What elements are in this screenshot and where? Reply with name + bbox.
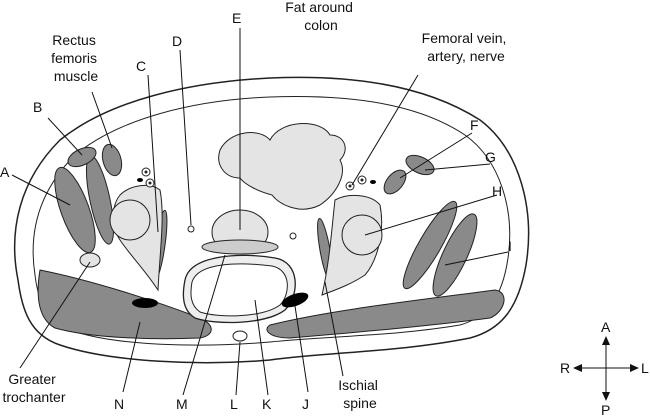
label-B: B	[33, 99, 42, 115]
left-muscle-a	[54, 166, 96, 254]
right-sciatic	[281, 292, 309, 308]
body-outline	[13, 76, 530, 364]
arrow-up-icon	[602, 336, 610, 345]
label-E: E	[232, 10, 241, 26]
subcutaneous-line	[32, 96, 511, 346]
left-greater-trochanter	[79, 252, 101, 268]
compass-left: L	[641, 360, 649, 376]
label-femoral-vein-artery-nerve: Femoral vein, artery, nerve	[422, 30, 511, 64]
arrow-left-icon	[573, 364, 582, 372]
label-F: F	[470, 117, 479, 133]
leader-lines	[11, 28, 509, 396]
compass-posterior: P	[601, 402, 610, 417]
label-I: I	[508, 238, 512, 254]
vagina-anal	[232, 330, 248, 342]
label-J: J	[302, 396, 309, 412]
label-greater-trochanter: Greater trochanter	[2, 371, 65, 405]
left-rectus-femoris	[101, 143, 123, 177]
left-femoral-head	[109, 199, 151, 241]
arrow-right-icon	[630, 364, 639, 372]
compass-right: R	[560, 360, 570, 376]
compass-anterior: A	[601, 319, 611, 335]
left-sciatic	[132, 298, 158, 308]
right-muscle-b	[432, 213, 478, 297]
label-rectus-femoris: Rectus femoris muscle	[51, 32, 101, 84]
label-H: H	[492, 183, 502, 199]
right-femoral-vessels	[345, 175, 376, 191]
arrow-down-icon	[602, 392, 610, 401]
label-K: K	[262, 396, 272, 412]
vessel	[289, 232, 297, 240]
left-femoral-vessels	[137, 167, 155, 188]
right-femoral-head	[341, 214, 383, 256]
orientation-compass: A P R L	[560, 319, 649, 417]
right-gluteus	[266, 289, 505, 339]
bladder-inner	[190, 263, 288, 317]
right-rectus-femoris	[383, 169, 407, 195]
label-A: A	[0, 164, 10, 180]
label-G: G	[485, 149, 496, 165]
sacrum-coccyx	[201, 239, 279, 255]
right-muscle-a	[402, 200, 458, 290]
label-N: N	[114, 396, 124, 412]
label-ischial-spine: Ischial spine	[338, 377, 382, 411]
left-sartorius	[67, 146, 97, 168]
label-L: L	[230, 396, 238, 412]
ureter-D	[187, 225, 195, 233]
colon-fat	[218, 123, 346, 210]
label-D: D	[172, 33, 182, 49]
label-C: C	[136, 58, 146, 74]
label-M: M	[176, 396, 188, 412]
label-fat-around-colon: Fat around colon	[285, 0, 357, 33]
